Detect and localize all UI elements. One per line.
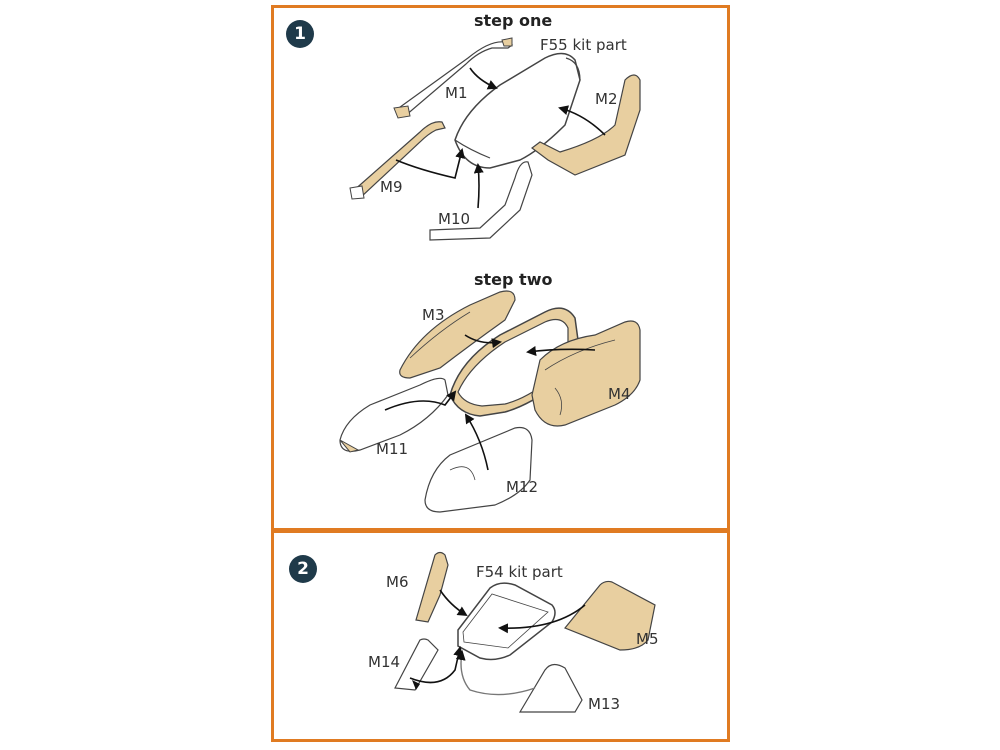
label-m11: M11	[376, 440, 409, 458]
mask-m4	[531, 320, 641, 427]
mask-m1	[393, 37, 514, 119]
mask-m9	[349, 121, 446, 200]
mask-m14	[394, 638, 439, 691]
step-two-panel	[271, 530, 730, 742]
mask-m10	[429, 161, 533, 241]
f55-canopy-part	[454, 52, 581, 169]
mask-m12	[424, 426, 533, 513]
label-m5: M5	[636, 630, 659, 648]
label-m3: M3	[422, 306, 445, 324]
f54-canopy-part	[457, 582, 556, 661]
label-m9: M9	[380, 178, 403, 196]
mask-m11	[339, 377, 449, 453]
label-f54: F54 kit part	[476, 563, 563, 581]
label-m4: M4	[608, 385, 631, 403]
mask-m13	[518, 663, 583, 713]
step-badge-2: 2	[289, 555, 317, 583]
mask-m6	[415, 551, 449, 623]
step-badge-1: 1	[286, 20, 314, 48]
heading-step-one: step one	[474, 11, 553, 30]
mask-m3	[399, 290, 516, 379]
label-m12: M12	[506, 478, 539, 496]
label-m6: M6	[386, 573, 409, 591]
label-m10: M10	[438, 210, 471, 228]
label-m2: M2	[595, 90, 618, 108]
mask-m5	[564, 580, 656, 651]
label-f55: F55 kit part	[540, 36, 627, 54]
label-m1: M1	[445, 84, 468, 102]
label-m13: M13	[588, 695, 621, 713]
step-one-panel	[271, 5, 730, 531]
heading-step-two: step two	[474, 270, 553, 289]
mask-m2	[531, 74, 641, 176]
label-m14: M14	[368, 653, 401, 671]
